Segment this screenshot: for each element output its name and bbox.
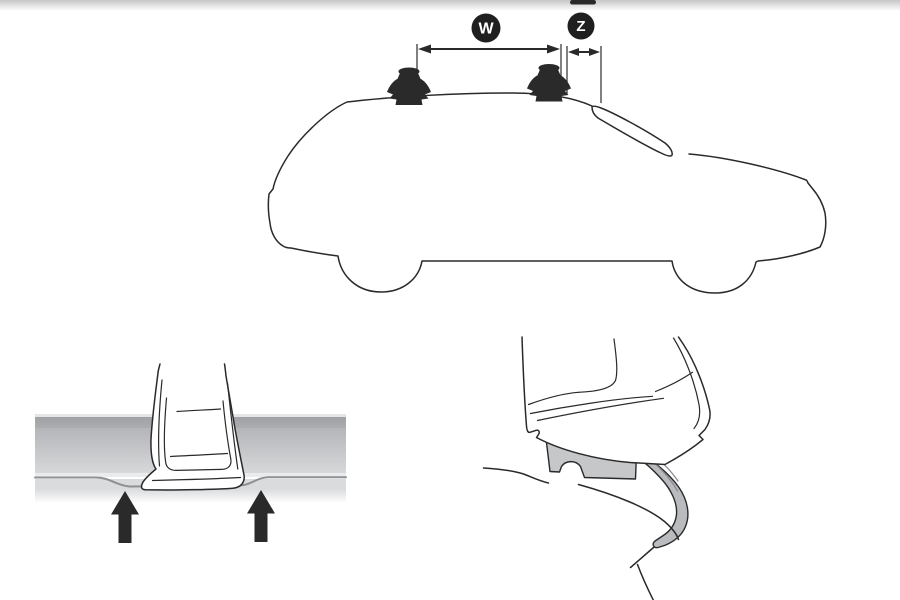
foot-lower-body — [521, 336, 711, 466]
mounting-foot-rear — [387, 67, 431, 105]
up-arrow-left — [111, 491, 139, 543]
foot-pad-outline — [140, 363, 245, 491]
dimension-z-arrowhead-right — [589, 48, 600, 56]
dimension-z-badge — [567, 12, 595, 40]
windshield — [591, 105, 673, 157]
foot-lower-body-outline — [521, 336, 711, 466]
dimension-z-label-text: Z — [576, 18, 585, 35]
car-body-outline — [267, 92, 827, 294]
foot-pad-inner-edge — [163, 397, 232, 472]
foot-pad-detail — [140, 363, 245, 491]
door-frame-lines — [482, 467, 680, 600]
dimension-w-label-text: W — [478, 21, 494, 38]
top-shadow-edge — [0, 0, 900, 11]
dimension-w: W — [416, 13, 562, 93]
mounting-foot-front — [527, 64, 571, 102]
car-side-view — [267, 64, 827, 294]
foot-on-door-frame-closeup — [34, 363, 347, 543]
dimension-z: Z — [566, 12, 602, 103]
dimension-w-badge — [471, 13, 501, 43]
dimension-z-arrowhead-left — [568, 48, 579, 56]
foot-clamp-closeup — [482, 336, 711, 600]
up-arrow-right — [247, 490, 275, 542]
dimension-w-arrowhead-right — [547, 44, 560, 54]
cropped-element-remnant — [570, 0, 596, 5]
dimension-w-arrowhead-left — [418, 44, 431, 54]
